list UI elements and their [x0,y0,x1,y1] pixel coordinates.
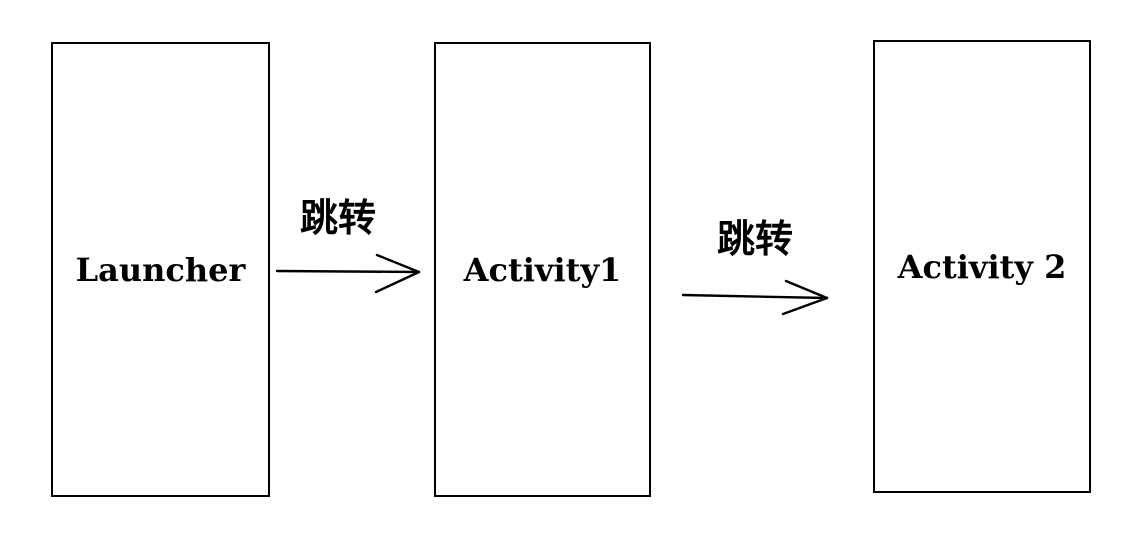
arrow-1-label: 跳转 [299,198,376,240]
arrow-2-label: 跳转 [716,219,793,261]
node-activity2-label: Activity 2 [897,247,1067,286]
node-activity1: Activity1 [434,42,651,497]
arrow-right-icon [275,253,421,294]
node-launcher: Launcher [51,42,270,497]
node-launcher-label: Launcher [75,250,246,289]
arrow-right-icon [681,279,829,316]
node-activity1-label: Activity1 [463,250,622,289]
node-activity2: Activity 2 [873,40,1091,493]
